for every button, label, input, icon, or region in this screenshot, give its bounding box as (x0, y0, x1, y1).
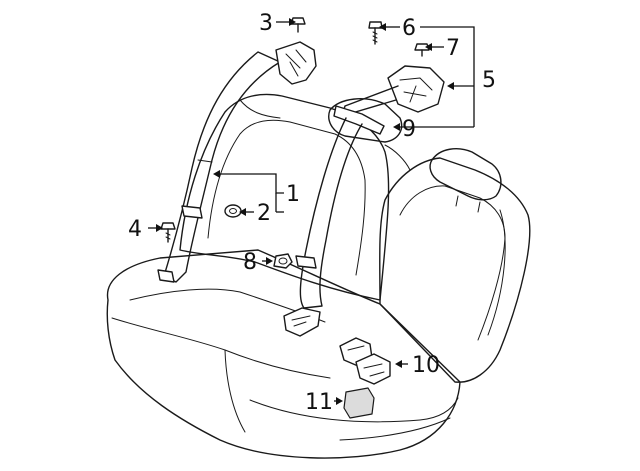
callout-10: 10 (412, 353, 440, 378)
right-headrest-post (455, 195, 459, 207)
nut-7 (414, 43, 430, 57)
center-retractor-detail (399, 77, 433, 103)
buckle-assembly (339, 337, 391, 385)
callout-6: 6 (402, 16, 416, 41)
left-backrest (179, 93, 390, 301)
callout-7: 7 (446, 36, 460, 61)
right-headrest (429, 148, 502, 201)
center-headrest (328, 98, 403, 143)
bolt-6 (368, 21, 383, 45)
center-webbing (299, 117, 363, 309)
center-belt-guide (333, 105, 385, 135)
callout-8: 8 (243, 250, 257, 275)
left-backrest-panel (207, 119, 366, 276)
center-backrest-top (384, 144, 411, 171)
callout-5: 5 (482, 68, 496, 93)
center-belt-clip (295, 255, 317, 269)
leader-lines (148, 18, 475, 405)
seat-cushion (106, 249, 461, 459)
grommet-2 (224, 204, 242, 218)
belt-webbing (163, 51, 281, 283)
center-retractor (387, 65, 445, 113)
cushion-skirt (339, 417, 451, 441)
right-backrest-side (487, 209, 506, 336)
cushion-divider (224, 349, 246, 433)
rear-seat (106, 93, 531, 459)
upper-retractor (275, 41, 317, 85)
belt-webbing-fold (197, 159, 213, 163)
cushion-front-edge (249, 397, 459, 423)
bolt-3 (290, 17, 306, 33)
callout-1: 1 (286, 182, 300, 207)
center-tongue-detail (291, 315, 311, 327)
callout-2: 2 (257, 201, 271, 226)
bolt-4 (160, 222, 176, 243)
center-tongue (283, 307, 321, 337)
belt-guide-clip (181, 205, 203, 219)
lower-anchor (157, 269, 175, 283)
right-headrest-post (477, 201, 481, 213)
callout-4: 4 (128, 217, 142, 242)
center-seat-belt (283, 65, 445, 337)
nut-8 (273, 253, 293, 269)
buckle-right (355, 353, 391, 385)
retractor-detail (285, 49, 307, 77)
pad-11 (343, 387, 375, 419)
callout-11: 11 (305, 390, 333, 415)
callout-9: 9 (402, 117, 416, 142)
right-backrest-panel (399, 185, 506, 341)
right-backrest (379, 157, 531, 383)
outboard-seat-belt (157, 41, 317, 283)
buckle-detail (347, 345, 385, 377)
callout-3: 3 (259, 11, 273, 36)
left-backrest-bolster (239, 99, 281, 119)
